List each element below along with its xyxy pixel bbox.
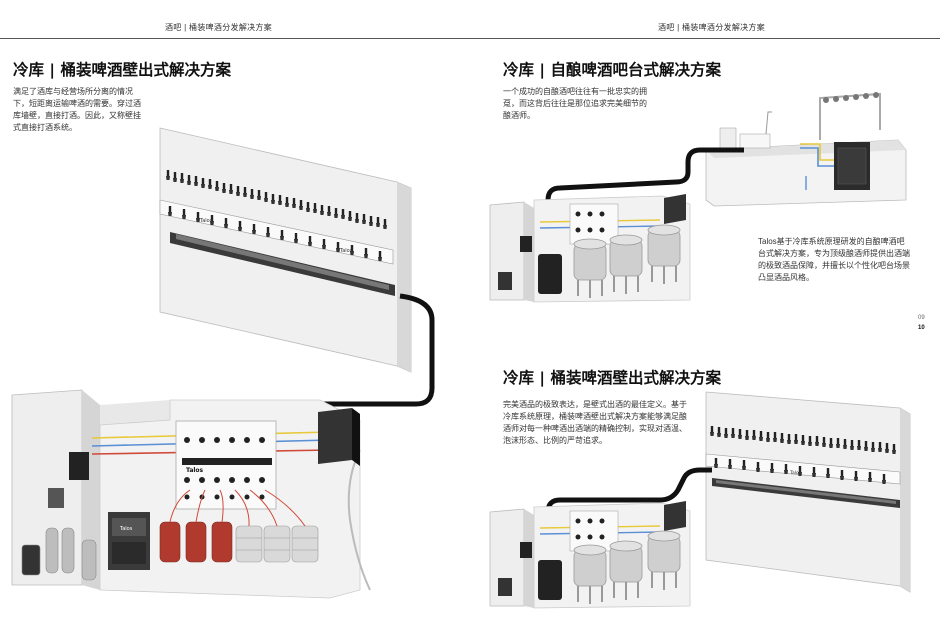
left-title: 冷库 | 桶装啤酒壁出式解决方案 <box>13 61 231 79</box>
top-right-note: Talos基于冷库系统原理研发的自酿啤酒吧台式解决方案，专为顶级酿酒师提供出酒端… <box>758 237 910 282</box>
bottom-right-title: 冷库 | 桶装啤酒壁出式解决方案 <box>503 369 721 387</box>
bottom-right-illustration: Talos <box>489 391 911 609</box>
top-right-title: 冷库 | 自酿啤酒吧台式解决方案 <box>503 61 721 79</box>
header-divider <box>0 38 940 39</box>
left-tap-wall: Talos Talos <box>159 127 412 373</box>
header-right: 酒吧 | 桶装啤酒分发解决方案 <box>658 23 766 32</box>
top-right-illustration <box>489 92 907 303</box>
left-brand-label-2: Talos <box>339 248 353 254</box>
bottom-right-description: 完美酒品的极致表达，是壁式出酒的最佳定义。基于冷库系统原理，桶装啤酒壁出式解决方… <box>503 400 687 445</box>
top-right-description: 一个成功的自酿酒吧往往有一批忠实的拥趸，而这背后往往是那位追求完美细节的酿酒师。 <box>503 87 647 120</box>
chiller-brand-label: Talos <box>119 526 133 532</box>
bottom-brand-label: Talos <box>789 470 802 476</box>
left-description: 满足了酒库与经营场所分离的情况下，短距离运输啤酒的需要。穿过酒库墙壁，直接打酒。… <box>13 87 141 132</box>
left-brand-label-1: Talos <box>199 218 213 224</box>
page-number-current: 10 <box>918 325 925 331</box>
left-cold-room: Talos Talos <box>11 389 371 599</box>
page-number-prev: 09 <box>918 315 925 321</box>
header-left: 酒吧 | 桶装啤酒分发解决方案 <box>165 23 273 32</box>
manifold-brand-label: Talos <box>186 467 204 474</box>
